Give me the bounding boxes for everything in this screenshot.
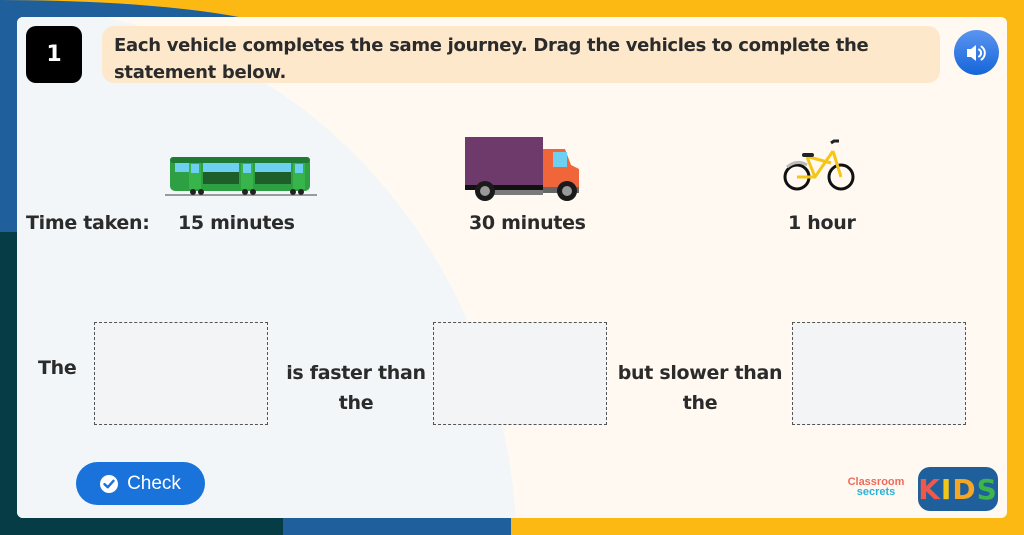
dropzone-2[interactable] (433, 322, 607, 425)
lorry-icon (465, 137, 579, 201)
dropzone-3[interactable] (792, 322, 966, 425)
check-label: Check (127, 472, 181, 494)
lorry-vehicle[interactable] (463, 135, 585, 207)
bicycle-icon (783, 139, 855, 191)
speaker-icon (966, 44, 986, 61)
lorry-time: 30 minutes (469, 212, 586, 234)
logo-classroom-text: Classroom (847, 476, 905, 488)
audio-button[interactable] (954, 30, 999, 75)
logo-secrets-text: secrets (856, 486, 896, 498)
question-card: 1 Each vehicle completes the same journe… (17, 17, 1007, 518)
check-button[interactable]: Check (76, 462, 205, 505)
train-time: 15 minutes (178, 212, 295, 234)
train-vehicle[interactable] (165, 154, 317, 202)
card-background-shape (17, 17, 517, 518)
bicycle-vehicle[interactable] (781, 137, 859, 197)
question-instruction: Each vehicle completes the same journey.… (102, 26, 940, 83)
bicycle-time: 1 hour (788, 212, 856, 234)
question-number: 1 (26, 26, 82, 83)
dropzone-1[interactable] (94, 322, 268, 425)
check-circle-icon (100, 474, 119, 493)
train-icon (165, 157, 317, 196)
statement-slower-than: but slower than the (617, 362, 783, 414)
statement-the: The (38, 357, 77, 379)
time-taken-label: Time taken: (26, 212, 150, 234)
statement-faster-than: is faster than the (286, 362, 426, 414)
